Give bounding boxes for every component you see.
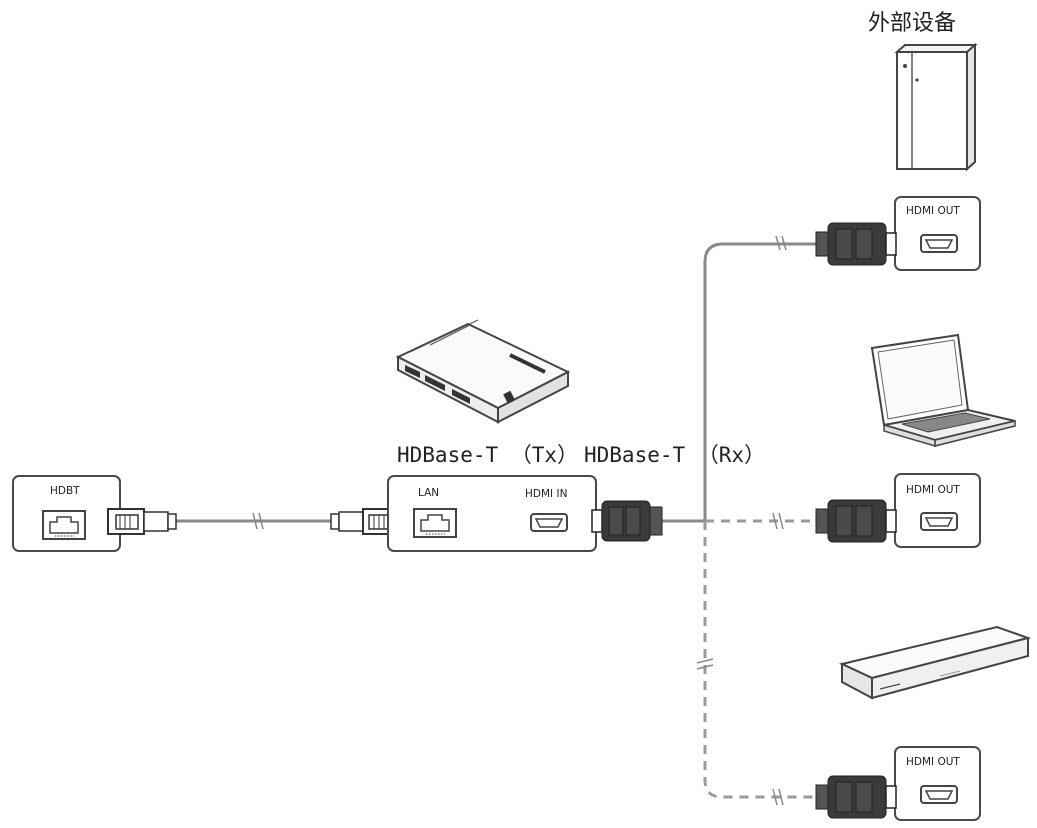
hdmi-cable-desktop xyxy=(703,242,818,521)
hdbaset-transmitter-illustration xyxy=(395,319,571,424)
rj45-plug-icon xyxy=(107,508,177,535)
hdmi-out-port-label: HDMI OUT xyxy=(906,484,960,496)
hdbt-port-label: HDBT xyxy=(50,485,80,497)
hdmi-port-icon xyxy=(530,513,568,532)
hdmi-cable-media-player xyxy=(703,521,818,799)
hdmi-port-icon xyxy=(920,234,958,253)
hdmi-port-icon xyxy=(920,512,958,531)
external-devices-title: 外部设备 xyxy=(868,11,956,36)
hdmi-port-icon xyxy=(920,785,958,804)
media-player-illustration xyxy=(838,625,1032,700)
hdmi-out-port-label: HDMI OUT xyxy=(906,756,960,768)
hdmi-plug-icon xyxy=(591,500,663,542)
transmitter-port-panel: LAN HDMI IN xyxy=(387,475,597,552)
source-port-panel: HDMI OUT xyxy=(894,473,981,548)
laptop-illustration xyxy=(870,333,1016,448)
rj45-plug-icon xyxy=(330,508,400,535)
hdmi-out-port-label: HDMI OUT xyxy=(906,205,960,217)
hdmi-in-port-label: HDMI IN xyxy=(525,488,567,500)
cable-break-marks xyxy=(252,235,787,806)
lan-port-label: LAN xyxy=(418,487,439,499)
caption-rx: HDBase-T （Rx） xyxy=(584,443,765,467)
source-port-panel: HDMI OUT xyxy=(894,746,981,821)
hdmi-plug-icon xyxy=(815,222,897,266)
hdmi-plug-icon xyxy=(815,499,897,543)
rj45-port-icon xyxy=(42,510,86,540)
hdmi-plug-icon xyxy=(815,775,897,819)
source-port-panel: HDMI OUT xyxy=(894,196,981,271)
caption-tx: HDBase-T （Tx） xyxy=(397,443,578,467)
desktop-pc-illustration xyxy=(894,42,978,172)
rj45-port-icon xyxy=(413,508,457,538)
wall-panel: HDBT xyxy=(12,475,121,552)
